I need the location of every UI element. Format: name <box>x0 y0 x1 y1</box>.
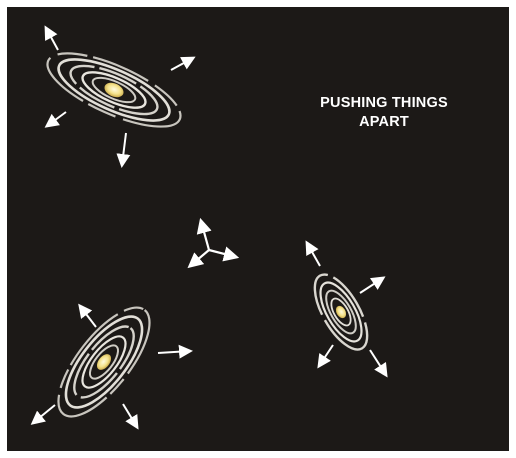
arrow-icon <box>360 278 383 293</box>
galaxy-top-left <box>38 28 193 165</box>
arrow-icon <box>46 28 58 50</box>
galaxy-right <box>304 243 386 375</box>
diagram-title-line-2: APART <box>300 113 468 132</box>
galaxy-icon <box>304 267 377 358</box>
diagram-title: PUSHING THINGS APART <box>300 94 468 132</box>
arrow-icon <box>370 350 386 375</box>
arrow-icon <box>171 58 193 70</box>
diagram-title-line-1: PUSHING THINGS <box>300 94 468 113</box>
arrow-icon <box>80 306 96 327</box>
arrow-icon <box>307 243 320 266</box>
galaxy-icon <box>38 39 189 141</box>
galaxy-bottom-left <box>33 294 190 430</box>
arrow-icon <box>122 133 126 165</box>
arrow-icon <box>47 112 66 126</box>
arrow-icon <box>33 405 55 423</box>
arrow-icon <box>123 404 137 427</box>
arrow-icon <box>158 351 190 353</box>
galaxy-icon <box>43 294 165 430</box>
repulsion-tripod-icon <box>190 221 236 266</box>
arrow-icon <box>319 345 333 366</box>
